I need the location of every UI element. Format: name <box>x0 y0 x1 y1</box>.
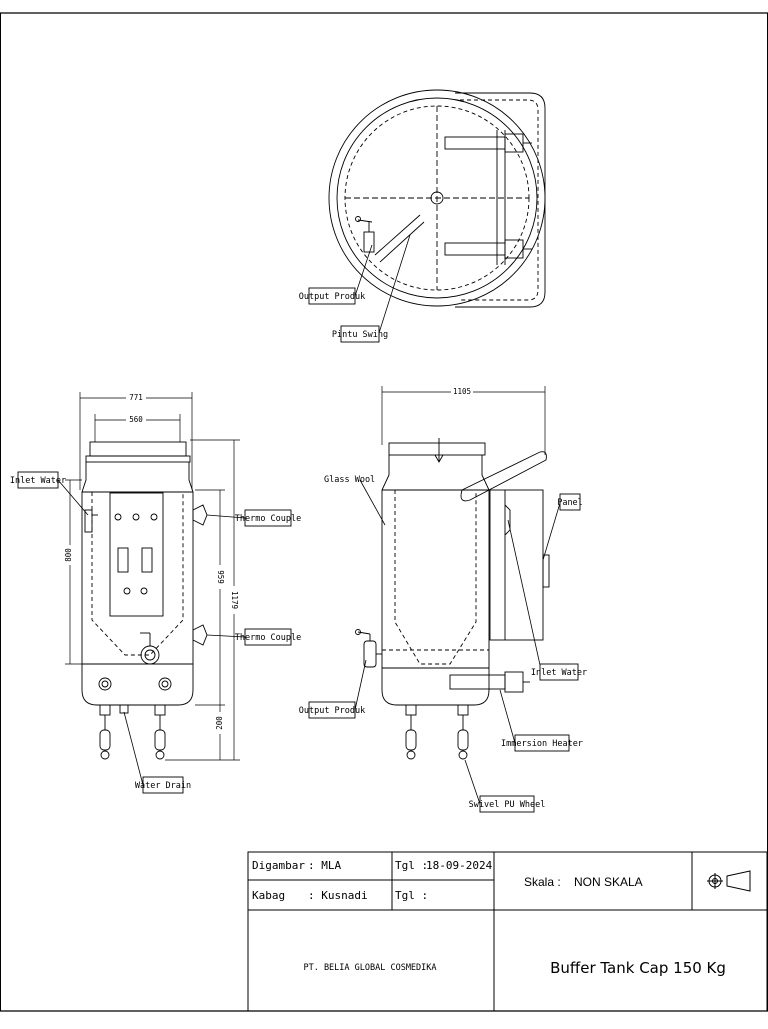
dim-1179: 1179 <box>230 591 239 609</box>
panel-label: Panel <box>557 498 583 508</box>
thermo-couple-1-label: Thermo Couple <box>235 514 302 524</box>
tgl-value-1: 18-09-2024 <box>426 859 493 872</box>
dim-771: 771 <box>129 393 143 402</box>
callout-thermo-couple-1: Thermo Couple <box>235 509 302 527</box>
dim-800: 800 <box>64 548 73 562</box>
kabag-value: : Kusnadi <box>308 889 368 902</box>
title-block-texts: Digambar : MLA Tgl : 18-09-2024 Kabag : … <box>252 859 726 977</box>
skala-label: Skala : <box>524 875 561 889</box>
glass-wool-label: Glass Wool <box>324 475 375 485</box>
side-view-leaders <box>354 479 561 805</box>
dim-1105: 1105 <box>453 387 471 396</box>
top-view <box>328 89 546 308</box>
tgl-label-1: Tgl : <box>395 859 428 872</box>
callout-immersion-heater: Immersion Heater <box>501 734 583 752</box>
callout-water-drain: Water Drain <box>135 776 191 794</box>
inlet-water-left-label: Inlet Water <box>10 476 66 486</box>
pintu-swing-label: Pintu Swing <box>332 330 388 340</box>
dim-959: 959 <box>216 570 225 584</box>
swivel-pu-wheel-label: Swivel PU Wheel <box>469 800 546 810</box>
callout-panel: Panel <box>557 493 583 511</box>
kabag-label: Kabag <box>252 889 285 902</box>
callout-pintu-swing: Pintu Swing <box>332 325 388 343</box>
side-view-dimensions <box>381 386 546 455</box>
dim-200: 200 <box>215 716 224 730</box>
side-view <box>355 438 550 760</box>
tgl-label-2: Tgl : <box>395 889 428 902</box>
top-view-leaders <box>354 234 411 334</box>
output-produk-side-label: Output Produk <box>299 706 366 716</box>
drawing-title: Buffer Tank Cap 150 Kg <box>550 959 726 977</box>
digambar-label: Digambar <box>252 859 305 872</box>
dim-560: 560 <box>129 415 143 424</box>
sheet-frame <box>0 12 768 1012</box>
first-angle-projection-icon <box>707 870 751 892</box>
company-name: PT. BELIA GLOBAL COSMEDIKA <box>303 963 436 973</box>
callout-output-produk-top: Output Produk <box>299 287 366 305</box>
side-view-dimension-texts: 1105 <box>451 386 473 396</box>
thermo-couple-2-label: Thermo Couple <box>235 633 302 643</box>
water-drain-label: Water Drain <box>135 781 191 791</box>
output-produk-top-label: Output Produk <box>299 292 366 302</box>
title-block <box>247 851 768 1012</box>
callout-glass-wool: Glass Wool <box>324 475 375 485</box>
immersion-heater-label: Immersion Heater <box>501 739 583 749</box>
callout-swivel-pu-wheel: Swivel PU Wheel <box>469 795 546 813</box>
front-view-leaders <box>57 479 246 786</box>
front-view-dimension-texts: 771 560 800 959 1179 200 <box>64 392 240 734</box>
skala-value: NON SKALA <box>574 875 643 889</box>
inlet-water-right-label: Inlet Water <box>531 668 587 678</box>
front-view <box>81 441 208 760</box>
callout-inlet-water-left: Inlet Water <box>10 471 66 489</box>
callout-inlet-water-right: Inlet Water <box>531 663 587 681</box>
digambar-value: : MLA <box>308 859 341 872</box>
callout-output-produk-side: Output Produk <box>299 701 366 719</box>
callout-thermo-couple-2: Thermo Couple <box>235 628 302 646</box>
